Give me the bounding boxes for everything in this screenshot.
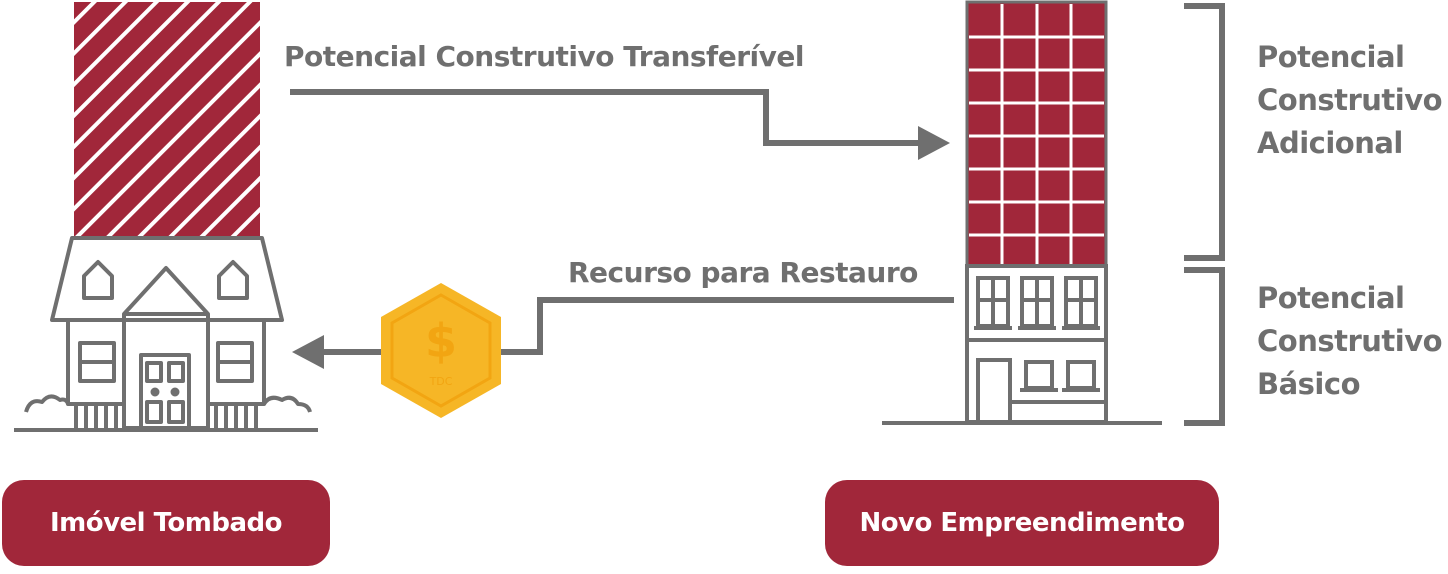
additional-bracket [1184, 3, 1225, 261]
historic-house-icon [14, 236, 318, 432]
transfer-arrow [290, 89, 950, 160]
basic-bracket [1184, 267, 1225, 426]
basic-label-line-3: Básico [1257, 367, 1361, 401]
resource-label: Recurso para Restauro [568, 256, 918, 289]
basic-label-line-2: Construtivo [1257, 324, 1443, 358]
basic-label-line-1: Potencial [1257, 281, 1405, 315]
transfer-label: Potencial Construtivo Transferível [284, 40, 804, 73]
new-building-icon [882, 264, 1162, 425]
transferable-potential-block [74, 2, 260, 238]
additional-label-line-3: Adicional [1257, 126, 1403, 160]
coin-dollar-symbol: $ [425, 314, 457, 368]
additional-potential-label: Potencial Construtivo Adicional [1257, 36, 1443, 165]
new-development-button[interactable]: Novo Empreendimento [825, 480, 1219, 566]
additional-potential-grid [965, 0, 1108, 268]
coin-tdc-label: TDC [429, 375, 453, 388]
tdc-coin-icon [381, 283, 501, 418]
basic-potential-label: Potencial Construtivo Básico [1257, 277, 1443, 406]
additional-label-line-2: Construtivo [1257, 83, 1443, 117]
listed-property-button[interactable]: Imóvel Tombado [2, 480, 330, 566]
additional-label-line-1: Potencial [1257, 40, 1405, 74]
